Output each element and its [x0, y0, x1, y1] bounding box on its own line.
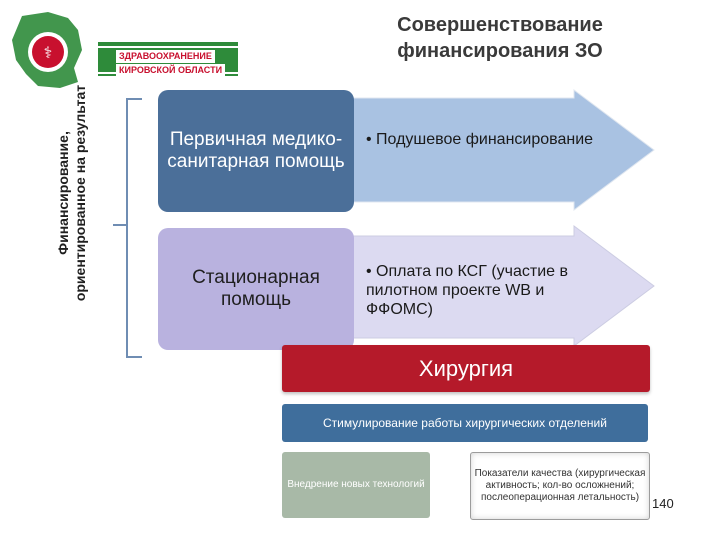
page-number: 140 — [652, 496, 674, 511]
bracket — [126, 98, 142, 358]
stimulation-banner: Стимулирование работы хирургических отде… — [282, 404, 648, 442]
inpatient-care-box: Стационарная помощь — [158, 228, 354, 350]
bracket-tick — [113, 224, 128, 226]
side-label: Финансирование, ориентированное на резул… — [55, 84, 88, 302]
new-technologies-box: Внедрение новых технологий — [282, 452, 430, 518]
svg-text:⚕: ⚕ — [44, 43, 53, 62]
primary-care-box: Первичная медико-санитарная помощь — [158, 90, 354, 212]
quality-indicators-box: Показатели качества (хирургическая актив… — [470, 452, 650, 520]
logo-text-line2: КИРОВСКОЙ ОБЛАСТИ — [116, 64, 226, 77]
capitation-text: • Подушевое финансирование — [366, 131, 594, 148]
regional-health-logo: ⚕ ЗДРАВООХРАНЕНИЕ КИРОВСКОЙ ОБЛАСТИ — [8, 10, 238, 90]
surgery-banner: Хирургия — [282, 345, 650, 392]
slide-title: Совершенствование финансирования ЗО — [397, 14, 603, 62]
ksg-payment-text: • Оплата по КСГ (участие в пилотном прое… — [366, 263, 569, 318]
arrow-shape-inpatient — [350, 225, 655, 347]
arrow-shape-primary — [350, 89, 655, 211]
arrows-graphic — [350, 89, 655, 347]
side-label-container: Финансирование, ориентированное на резул… — [32, 78, 112, 308]
logo-text-line1: ЗДРАВООХРАНЕНИЕ — [116, 50, 215, 63]
